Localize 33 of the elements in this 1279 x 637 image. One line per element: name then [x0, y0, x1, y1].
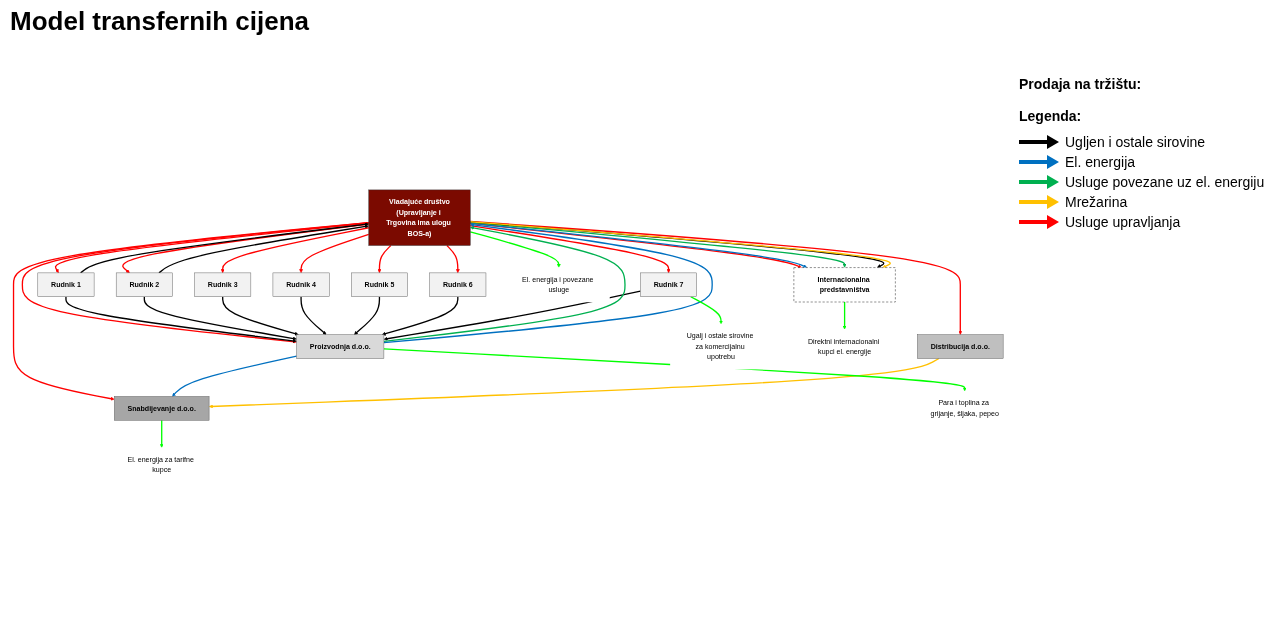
legend-label: Usluge upravljanja: [1065, 214, 1181, 230]
arrow: [172, 355, 298, 397]
arrow: [383, 223, 713, 344]
note-text: Prodaja na tržištu:: [1019, 76, 1142, 92]
diagram-title: Model transfernih cijena: [10, 6, 310, 37]
arrow: [383, 226, 626, 343]
arrow: [842, 301, 847, 330]
arrow: [300, 296, 327, 335]
arrow: [469, 220, 963, 335]
arrow: [377, 244, 392, 274]
arrow: [220, 227, 370, 274]
arrow: [208, 357, 940, 409]
legend-label: Mrežarina: [1065, 194, 1128, 210]
arrow: [158, 224, 369, 274]
legend-label: Usluge povezane uz el. energiju: [1065, 174, 1265, 190]
legend-label: Ugljen i ostale sirovine: [1065, 134, 1206, 150]
arrow: [65, 296, 297, 343]
arrow: [21, 222, 370, 344]
arrow: [122, 223, 370, 274]
arrow: [143, 296, 297, 341]
arrow: [222, 296, 299, 336]
legend-label: El. energija: [1065, 154, 1136, 170]
note-text: Legenda:: [1019, 108, 1082, 124]
arrow: [469, 224, 671, 274]
arrow: [299, 233, 370, 274]
arrow: [469, 231, 561, 268]
arrow: [12, 221, 370, 401]
arrow: [690, 296, 723, 325]
arrow: [159, 419, 164, 448]
arrow: [446, 244, 460, 274]
arrow: [383, 290, 642, 341]
arrow: [381, 296, 459, 336]
arrow: [354, 296, 381, 335]
